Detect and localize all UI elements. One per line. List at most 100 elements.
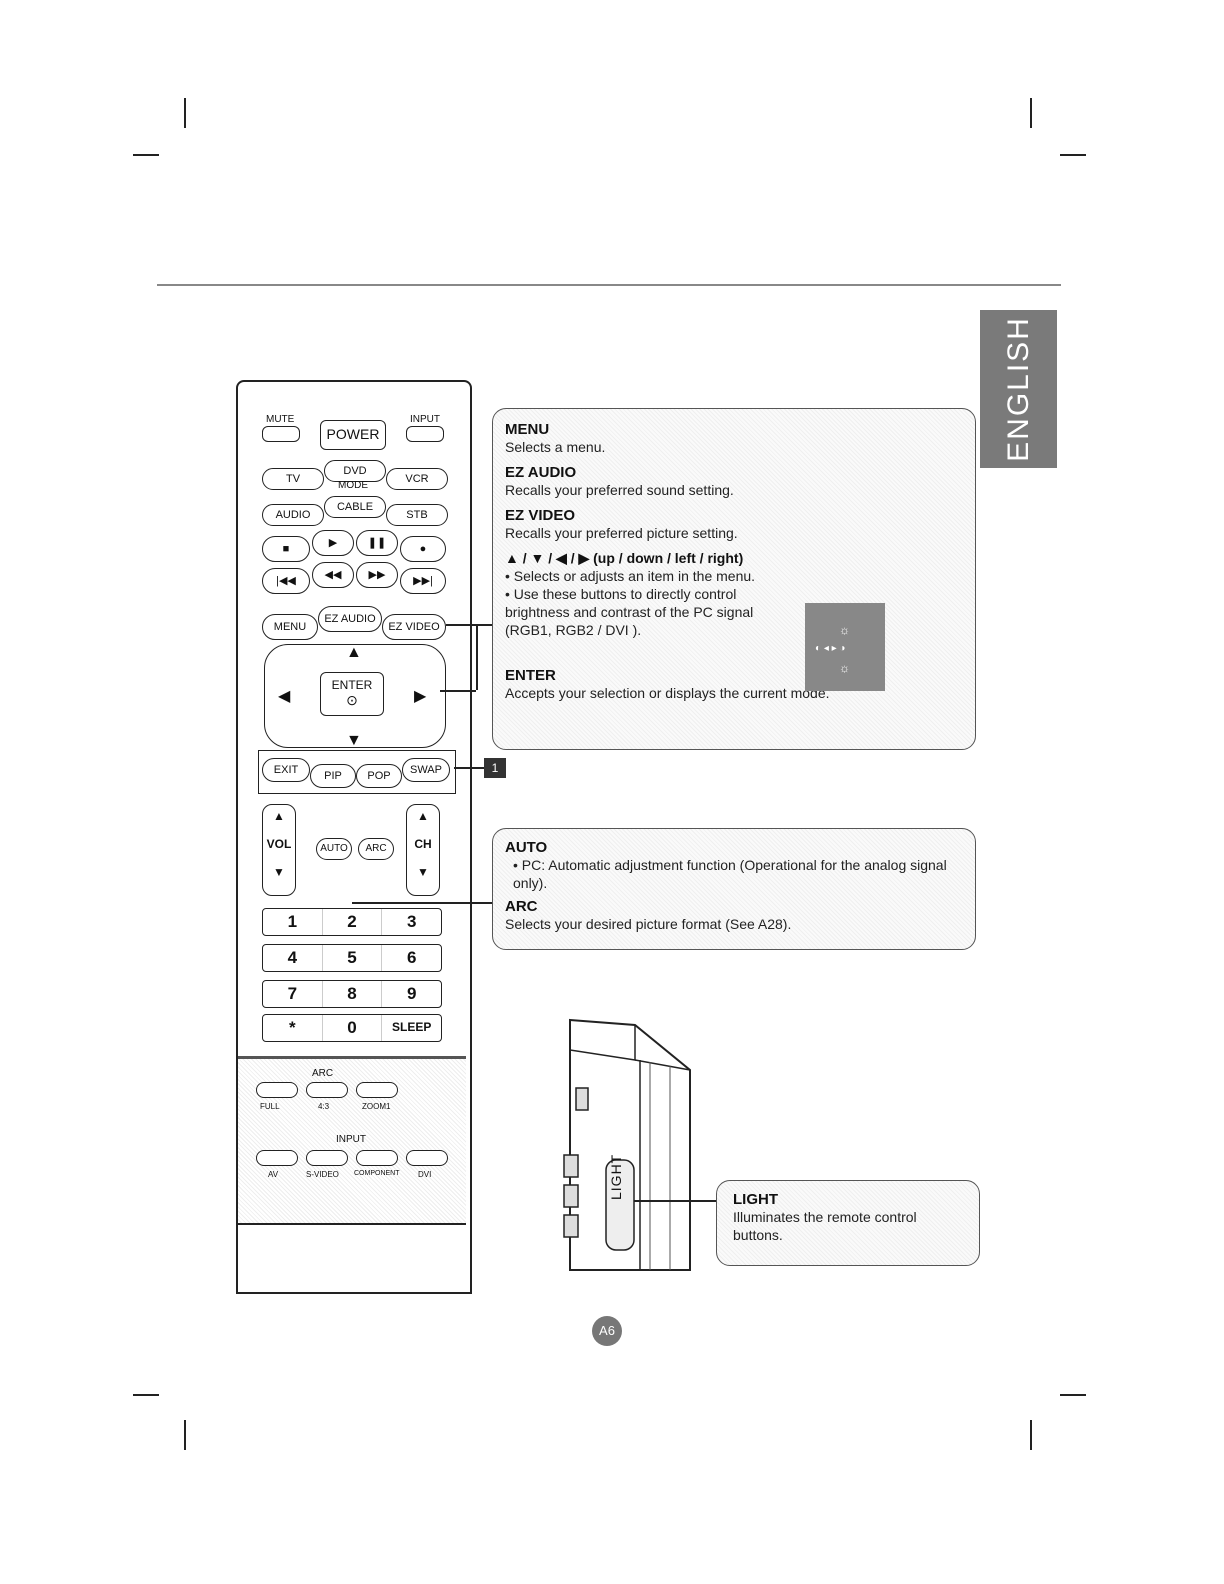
page-number: A6 bbox=[599, 1323, 615, 1338]
component-button bbox=[356, 1150, 398, 1166]
enter-text: Accepts your selection or displays the c… bbox=[505, 685, 830, 701]
rewind-button: ◀◀ bbox=[312, 562, 354, 588]
ez-video-text: Recalls your preferred picture setting. bbox=[505, 525, 738, 541]
left-arrow: ◀ bbox=[278, 688, 291, 705]
down-arrow: ▼ bbox=[346, 732, 362, 749]
auto-button: AUTO bbox=[316, 838, 352, 860]
key-8: 8 bbox=[323, 981, 383, 1007]
zoom1-label: ZOOM1 bbox=[362, 1102, 391, 1111]
pause-button: ❚❚ bbox=[356, 530, 398, 556]
crop-mark bbox=[133, 1394, 159, 1396]
key-sleep: SLEEP bbox=[392, 1020, 432, 1034]
up-arrow: ▲ bbox=[346, 644, 362, 661]
full-label: FULL bbox=[260, 1102, 280, 1111]
enter-button: ENTER ⊙ bbox=[320, 672, 384, 716]
dvd-button: DVD bbox=[324, 460, 386, 482]
s-video-button bbox=[306, 1150, 348, 1166]
mute-label: MUTE bbox=[266, 414, 295, 425]
ez-audio-text: Recalls your preferred sound setting. bbox=[505, 482, 734, 498]
arc-text: Selects your desired picture format (See… bbox=[505, 916, 792, 932]
arc-button: ARC bbox=[358, 838, 394, 860]
vol-label: VOL bbox=[266, 837, 292, 851]
menu-button: MENU bbox=[262, 614, 318, 640]
component-label: COMPONENT bbox=[354, 1170, 400, 1177]
key-3: 3 bbox=[406, 912, 417, 931]
language-tab-label: ENGLISH bbox=[1001, 316, 1035, 462]
enter-dot-icon: ⊙ bbox=[346, 692, 358, 708]
lower-panel bbox=[238, 1056, 466, 1225]
arrows-heading: ▲ / ▼ / ◀ / ▶ (up / down / left / right) bbox=[505, 550, 744, 566]
callout-marker-label: 1 bbox=[491, 761, 499, 775]
sun-icon: ☼ bbox=[839, 623, 850, 637]
key-6: 6 bbox=[406, 948, 417, 967]
key-4: 4 bbox=[263, 945, 323, 971]
right-arrow: ▶ bbox=[414, 688, 427, 705]
sun-icon: ☼ bbox=[839, 661, 850, 675]
auto-text: • PC: Automatic adjustment function (Ope… bbox=[513, 857, 947, 891]
s-video-label: S-VIDEO bbox=[306, 1170, 339, 1179]
dvi-button bbox=[406, 1150, 448, 1166]
osd-thumbnail: ☼ ◐ ◂ ▸ ◑ ☼ bbox=[805, 603, 885, 691]
tv-button: TV bbox=[262, 468, 324, 490]
key-star: * bbox=[263, 1015, 323, 1041]
language-tab: ENGLISH bbox=[980, 310, 1057, 468]
pop-button: POP bbox=[356, 764, 402, 788]
leader-line bbox=[352, 902, 494, 904]
ez-audio-button: EZ AUDIO bbox=[318, 606, 382, 632]
stb-button: STB bbox=[386, 504, 448, 526]
full-button bbox=[256, 1082, 298, 1098]
remote-control-illustration: MUTE POWER INPUT TV DVD VCR MODE AUDIO C… bbox=[236, 380, 472, 1294]
ez-audio-heading: EZ AUDIO bbox=[505, 464, 577, 481]
play-button: ▶ bbox=[312, 530, 354, 556]
audio-button: AUDIO bbox=[262, 504, 324, 526]
mode-label: MODE bbox=[338, 480, 368, 491]
enter-heading: ENTER bbox=[505, 667, 556, 684]
aspect-43-button bbox=[306, 1082, 348, 1098]
vcr-button: VCR bbox=[386, 468, 448, 490]
ez-video-heading: EZ VIDEO bbox=[505, 507, 576, 524]
dvi-label: DVI bbox=[418, 1170, 432, 1179]
arc-group-label: ARC bbox=[312, 1068, 334, 1079]
exit-button: EXIT bbox=[262, 758, 310, 782]
power-button: POWER bbox=[320, 420, 386, 450]
auto-arc-description-box: AUTO • PC: Automatic adjustment function… bbox=[492, 828, 976, 950]
mute-button bbox=[262, 426, 300, 442]
cable-button: CABLE bbox=[324, 496, 386, 518]
light-description-box: LIGHT Illuminates the remote control but… bbox=[716, 1180, 980, 1266]
crop-mark bbox=[1060, 1394, 1086, 1396]
key-1: 1 bbox=[263, 909, 323, 935]
record-button: ● bbox=[400, 536, 446, 562]
leader-line bbox=[454, 767, 484, 769]
zoom1-button bbox=[356, 1082, 398, 1098]
header-rule bbox=[157, 284, 1061, 286]
skip-back-button: |◀◀ bbox=[262, 568, 310, 594]
crop-mark bbox=[184, 1420, 186, 1450]
stop-button: ■ bbox=[262, 536, 310, 562]
arrows-bullet-2: • Use these buttons to directly control … bbox=[505, 586, 754, 638]
arc-heading: ARC bbox=[505, 898, 538, 915]
enter-label: ENTER bbox=[331, 678, 373, 692]
channel-rocker: ▲CH▼ bbox=[406, 804, 440, 896]
menu-text: Selects a menu. bbox=[505, 439, 606, 455]
key-2: 2 bbox=[323, 909, 383, 935]
light-text: Illuminates the remote control buttons. bbox=[733, 1209, 917, 1243]
key-7: 7 bbox=[263, 981, 323, 1007]
menu-description-box: MENU Selects a menu. EZ AUDIO Recalls yo… bbox=[492, 408, 976, 750]
key-9: 9 bbox=[406, 984, 417, 1003]
skip-forward-button: ▶▶| bbox=[400, 568, 446, 594]
key-5: 5 bbox=[323, 945, 383, 971]
remote-side-view-illustration bbox=[563, 1018, 691, 1271]
menu-heading: MENU bbox=[505, 421, 550, 438]
contrast-icon: ◐ ◂ ▸ ◑ bbox=[815, 643, 846, 654]
ch-label: CH bbox=[414, 837, 432, 851]
leader-line bbox=[476, 624, 478, 690]
leader-line bbox=[440, 690, 476, 692]
ez-video-button: EZ VIDEO bbox=[382, 614, 446, 640]
light-heading: LIGHT bbox=[733, 1191, 778, 1208]
crop-mark bbox=[1030, 1420, 1032, 1450]
pip-button: PIP bbox=[310, 764, 356, 788]
